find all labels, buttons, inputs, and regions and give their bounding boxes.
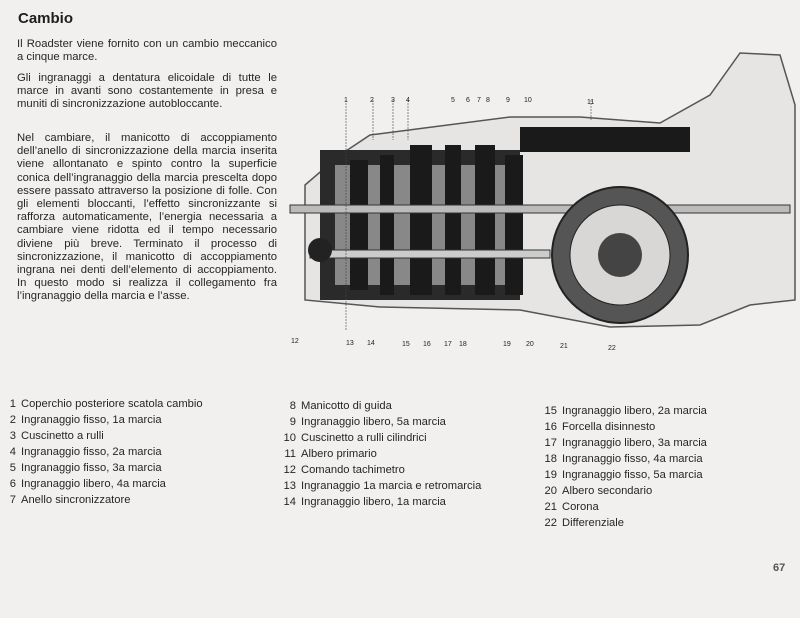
callout: 22 bbox=[608, 345, 616, 352]
callout: 15 bbox=[402, 341, 410, 348]
callout: 5 bbox=[451, 97, 455, 104]
callout: 10 bbox=[524, 97, 532, 104]
paragraph-gears: Gli ingranaggi a dentatura elicoidale di… bbox=[17, 72, 277, 111]
callout: 18 bbox=[459, 341, 467, 348]
callout: 16 bbox=[423, 341, 431, 348]
callout: 2 bbox=[370, 97, 374, 104]
page-number: 67 bbox=[773, 562, 786, 574]
callout: 6 bbox=[466, 97, 470, 104]
callout: 14 bbox=[367, 340, 375, 347]
callout: 11 bbox=[587, 99, 595, 106]
callout: 20 bbox=[526, 341, 534, 348]
paragraph-intro: Il Roadster viene fornito con un cambio … bbox=[17, 38, 277, 64]
callout: 4 bbox=[406, 97, 410, 104]
callout: 7 bbox=[477, 97, 481, 104]
callout: 21 bbox=[560, 343, 568, 350]
callout: 8 bbox=[486, 97, 490, 104]
callout: 9 bbox=[506, 97, 510, 104]
callout: 3 bbox=[391, 97, 395, 104]
callout: 12 bbox=[291, 338, 299, 345]
callout: 19 bbox=[503, 341, 511, 348]
page-title: Cambio bbox=[18, 10, 74, 27]
callout: 17 bbox=[444, 341, 452, 348]
gearbox-diagram bbox=[289, 52, 796, 330]
paragraph-shifting: Nel cambiare, il manicotto di accoppiame… bbox=[17, 132, 277, 303]
callout: 1 bbox=[344, 97, 348, 104]
callout: 13 bbox=[346, 340, 354, 347]
